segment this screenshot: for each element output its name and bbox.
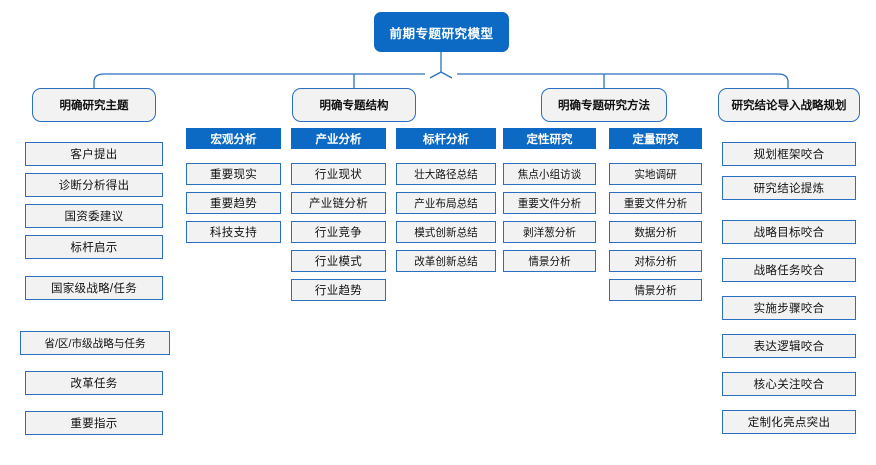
root-node[interactable]: 前期专题研究模型 — [374, 12, 509, 52]
branch-label: 明确研究主题 — [59, 100, 129, 112]
leaf-label: 焦点小组访谈 — [517, 168, 582, 181]
leaf-label: 重要指示 — [70, 418, 118, 430]
list-item[interactable]: 改革任务 — [25, 371, 163, 395]
group-header-label: 定性研究 — [526, 133, 573, 146]
leaf-label: 重要文件分析 — [623, 197, 688, 210]
branch-node-research-method[interactable]: 明确专题研究方法 — [541, 88, 667, 122]
leaf-label: 情景分析 — [528, 255, 571, 268]
group-header-label: 产业分析 — [315, 133, 362, 146]
leaf-label: 重要现实 — [209, 169, 258, 181]
list-item[interactable]: 科技支持 — [186, 221, 281, 243]
leaf-label: 对标分析 — [634, 255, 677, 268]
leaf-label: 数据分析 — [634, 226, 677, 239]
list-item[interactable]: 核心关注咬合 — [722, 372, 856, 396]
leaf-label: 标杆启示 — [70, 242, 118, 254]
list-item[interactable]: 对标分析 — [609, 250, 702, 272]
leaf-label: 诊断分析得出 — [58, 180, 130, 192]
leaf-label: 重要文件分析 — [517, 197, 582, 210]
list-item[interactable]: 壮大路径总结 — [396, 163, 496, 185]
list-item[interactable]: 标杆启示 — [25, 235, 163, 259]
leaf-label: 实施步骤咬合 — [753, 303, 825, 315]
list-item[interactable]: 重要现实 — [186, 163, 281, 185]
leaf-label: 产业布局总结 — [414, 197, 478, 210]
list-item[interactable]: 国资委建议 — [25, 204, 163, 228]
leaf-label: 壮大路径总结 — [414, 168, 478, 181]
list-item[interactable]: 情景分析 — [503, 250, 596, 272]
leaf-label: 模式创新总结 — [414, 226, 478, 239]
list-item[interactable]: 行业竞争 — [291, 221, 386, 243]
branch-label: 明确专题结构 — [319, 100, 389, 112]
branch-node-research-topic[interactable]: 明确研究主题 — [32, 88, 156, 122]
leaf-label: 国资委建议 — [64, 211, 124, 223]
list-item[interactable]: 产业链分析 — [291, 192, 386, 214]
list-item[interactable]: 行业现状 — [291, 163, 386, 185]
leaf-label: 定制化亮点突出 — [747, 417, 831, 429]
group-header-qualitative[interactable]: 定性研究 — [503, 128, 596, 149]
group-header-quantitative[interactable]: 定量研究 — [609, 128, 702, 149]
leaf-label: 行业模式 — [314, 256, 363, 268]
list-item[interactable]: 表达逻辑咬合 — [722, 334, 856, 358]
list-item[interactable]: 实地调研 — [609, 163, 702, 185]
leaf-label: 核心关注咬合 — [753, 379, 825, 391]
list-item[interactable]: 客户提出 — [25, 142, 163, 166]
leaf-label: 实地调研 — [634, 168, 677, 181]
list-item[interactable]: 实施步骤咬合 — [722, 296, 856, 320]
list-item[interactable]: 模式创新总结 — [396, 221, 496, 243]
list-item[interactable]: 改革创新总结 — [396, 250, 496, 272]
leaf-label: 改革任务 — [70, 378, 118, 390]
list-item[interactable]: 重要指示 — [25, 411, 163, 435]
group-header-label: 定量研究 — [632, 133, 679, 146]
list-item[interactable]: 焦点小组访谈 — [503, 163, 596, 185]
leaf-label: 表达逻辑咬合 — [753, 341, 825, 353]
group-header-benchmark-analysis[interactable]: 标杆分析 — [396, 128, 496, 149]
list-item[interactable]: 情景分析 — [609, 279, 702, 301]
leaf-label: 战略目标咬合 — [753, 227, 825, 239]
root-node-label: 前期专题研究模型 — [389, 26, 494, 41]
list-item[interactable]: 诊断分析得出 — [25, 173, 163, 197]
list-item[interactable]: 剥洋葱分析 — [503, 221, 596, 243]
leaf-label: 战略任务咬合 — [753, 265, 825, 277]
list-item[interactable]: 行业模式 — [291, 250, 386, 272]
list-item[interactable]: 定制化亮点突出 — [722, 410, 856, 434]
leaf-label: 省/区/市级战略与任务 — [44, 337, 146, 350]
branch-node-strategy-integration[interactable]: 研究结论导入战略规划 — [718, 88, 860, 122]
leaf-label: 客户提出 — [70, 149, 118, 161]
list-item[interactable]: 战略任务咬合 — [722, 258, 856, 282]
leaf-label: 行业现状 — [314, 169, 363, 181]
leaf-label: 情景分析 — [634, 284, 677, 297]
list-item[interactable]: 规划框架咬合 — [722, 142, 856, 166]
leaf-label: 国家级战略/任务 — [50, 283, 138, 295]
list-item[interactable]: 战略目标咬合 — [722, 220, 856, 244]
list-item[interactable]: 数据分析 — [609, 221, 702, 243]
group-header-industry-analysis[interactable]: 产业分析 — [291, 128, 386, 149]
leaf-label: 重要趋势 — [209, 198, 258, 210]
leaf-label: 行业趋势 — [314, 285, 363, 297]
leaf-label: 剥洋葱分析 — [523, 226, 576, 239]
list-item[interactable]: 省/区/市级战略与任务 — [20, 331, 170, 355]
leaf-label: 产业链分析 — [309, 198, 368, 210]
leaf-label: 研究结论提炼 — [753, 183, 825, 195]
list-item[interactable]: 行业趋势 — [291, 279, 386, 301]
list-item[interactable]: 重要趋势 — [186, 192, 281, 214]
leaf-label: 科技支持 — [209, 227, 258, 239]
list-item[interactable]: 重要文件分析 — [503, 192, 596, 214]
branch-label: 研究结论导入战略规划 — [731, 100, 847, 112]
leaf-label: 行业竞争 — [314, 227, 363, 239]
branch-label: 明确专题研究方法 — [558, 100, 650, 112]
group-header-label: 标杆分析 — [423, 133, 469, 146]
list-item[interactable]: 重要文件分析 — [609, 192, 702, 214]
leaf-label: 规划框架咬合 — [753, 149, 825, 161]
list-item[interactable]: 国家级战略/任务 — [25, 276, 163, 300]
group-header-macro-analysis[interactable]: 宏观分析 — [186, 128, 281, 149]
group-header-label: 宏观分析 — [210, 133, 257, 146]
list-item[interactable]: 产业布局总结 — [396, 192, 496, 214]
list-item[interactable]: 研究结论提炼 — [722, 176, 856, 200]
leaf-label: 改革创新总结 — [414, 255, 478, 268]
branch-node-topic-structure[interactable]: 明确专题结构 — [292, 88, 416, 122]
